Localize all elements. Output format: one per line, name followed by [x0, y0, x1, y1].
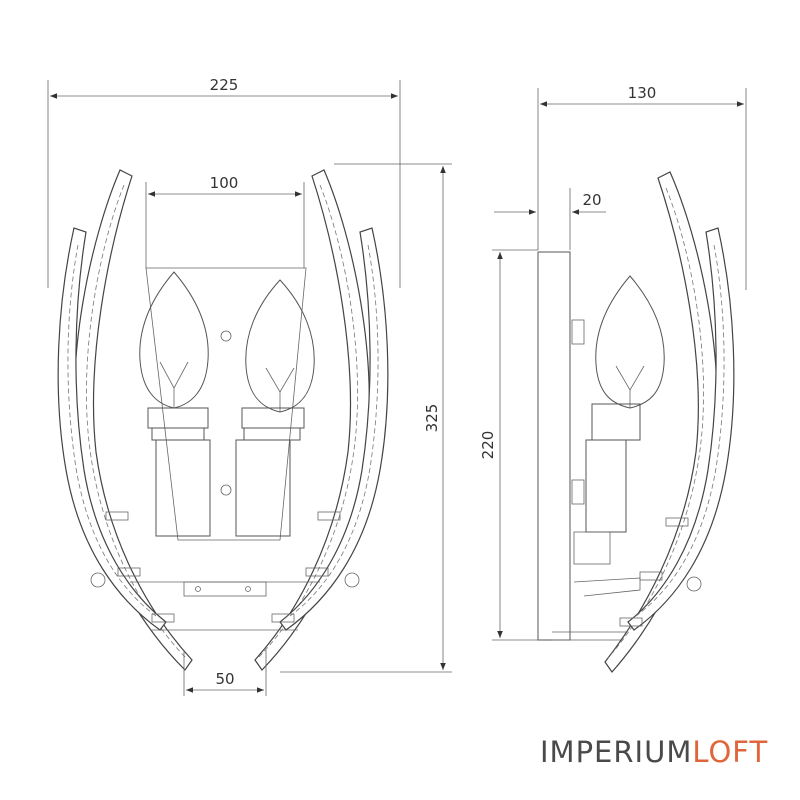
- front-right-bulb: [235, 279, 315, 537]
- side-clamps: [619, 517, 702, 627]
- side-view: 130 20 220: [479, 84, 747, 673]
- brand-logo-part2: LOFT: [692, 735, 769, 769]
- brand-logo: IMPERIUMLOFT: [540, 735, 768, 769]
- side-inner-glass: [627, 227, 735, 631]
- dim-side-height-label: 220: [479, 431, 497, 460]
- dim-front-width: 225: [47, 76, 401, 288]
- brand-logo-part1: IMPERIUM: [540, 735, 693, 769]
- dim-front-bottom-gap: 50: [183, 650, 267, 696]
- dim-front-height-label: 325: [423, 404, 441, 433]
- dim-side-plate: 20: [494, 188, 606, 250]
- front-clamps: [90, 511, 360, 623]
- dim-front-inner-width: 100: [145, 174, 305, 268]
- front-back-plate: [145, 267, 307, 541]
- side-bulb: [573, 275, 665, 565]
- front-bottom-bracket: [130, 581, 320, 631]
- dim-side-height: 220: [479, 249, 538, 641]
- front-left-bulb: [139, 271, 211, 537]
- front-right-inner-glass: [279, 227, 389, 631]
- dim-front-height: 325: [280, 163, 452, 673]
- front-left-inner-glass: [57, 227, 167, 631]
- dim-side-plate-label: 20: [582, 191, 601, 209]
- dim-side-depth: 130: [537, 84, 747, 290]
- dim-front-inner-width-label: 100: [210, 174, 239, 192]
- dim-front-width-label: 225: [210, 76, 239, 94]
- dim-side-depth-label: 130: [628, 84, 657, 102]
- front-view: 225 100 325 50: [47, 76, 452, 696]
- dim-front-bottom-gap-label: 50: [215, 670, 234, 688]
